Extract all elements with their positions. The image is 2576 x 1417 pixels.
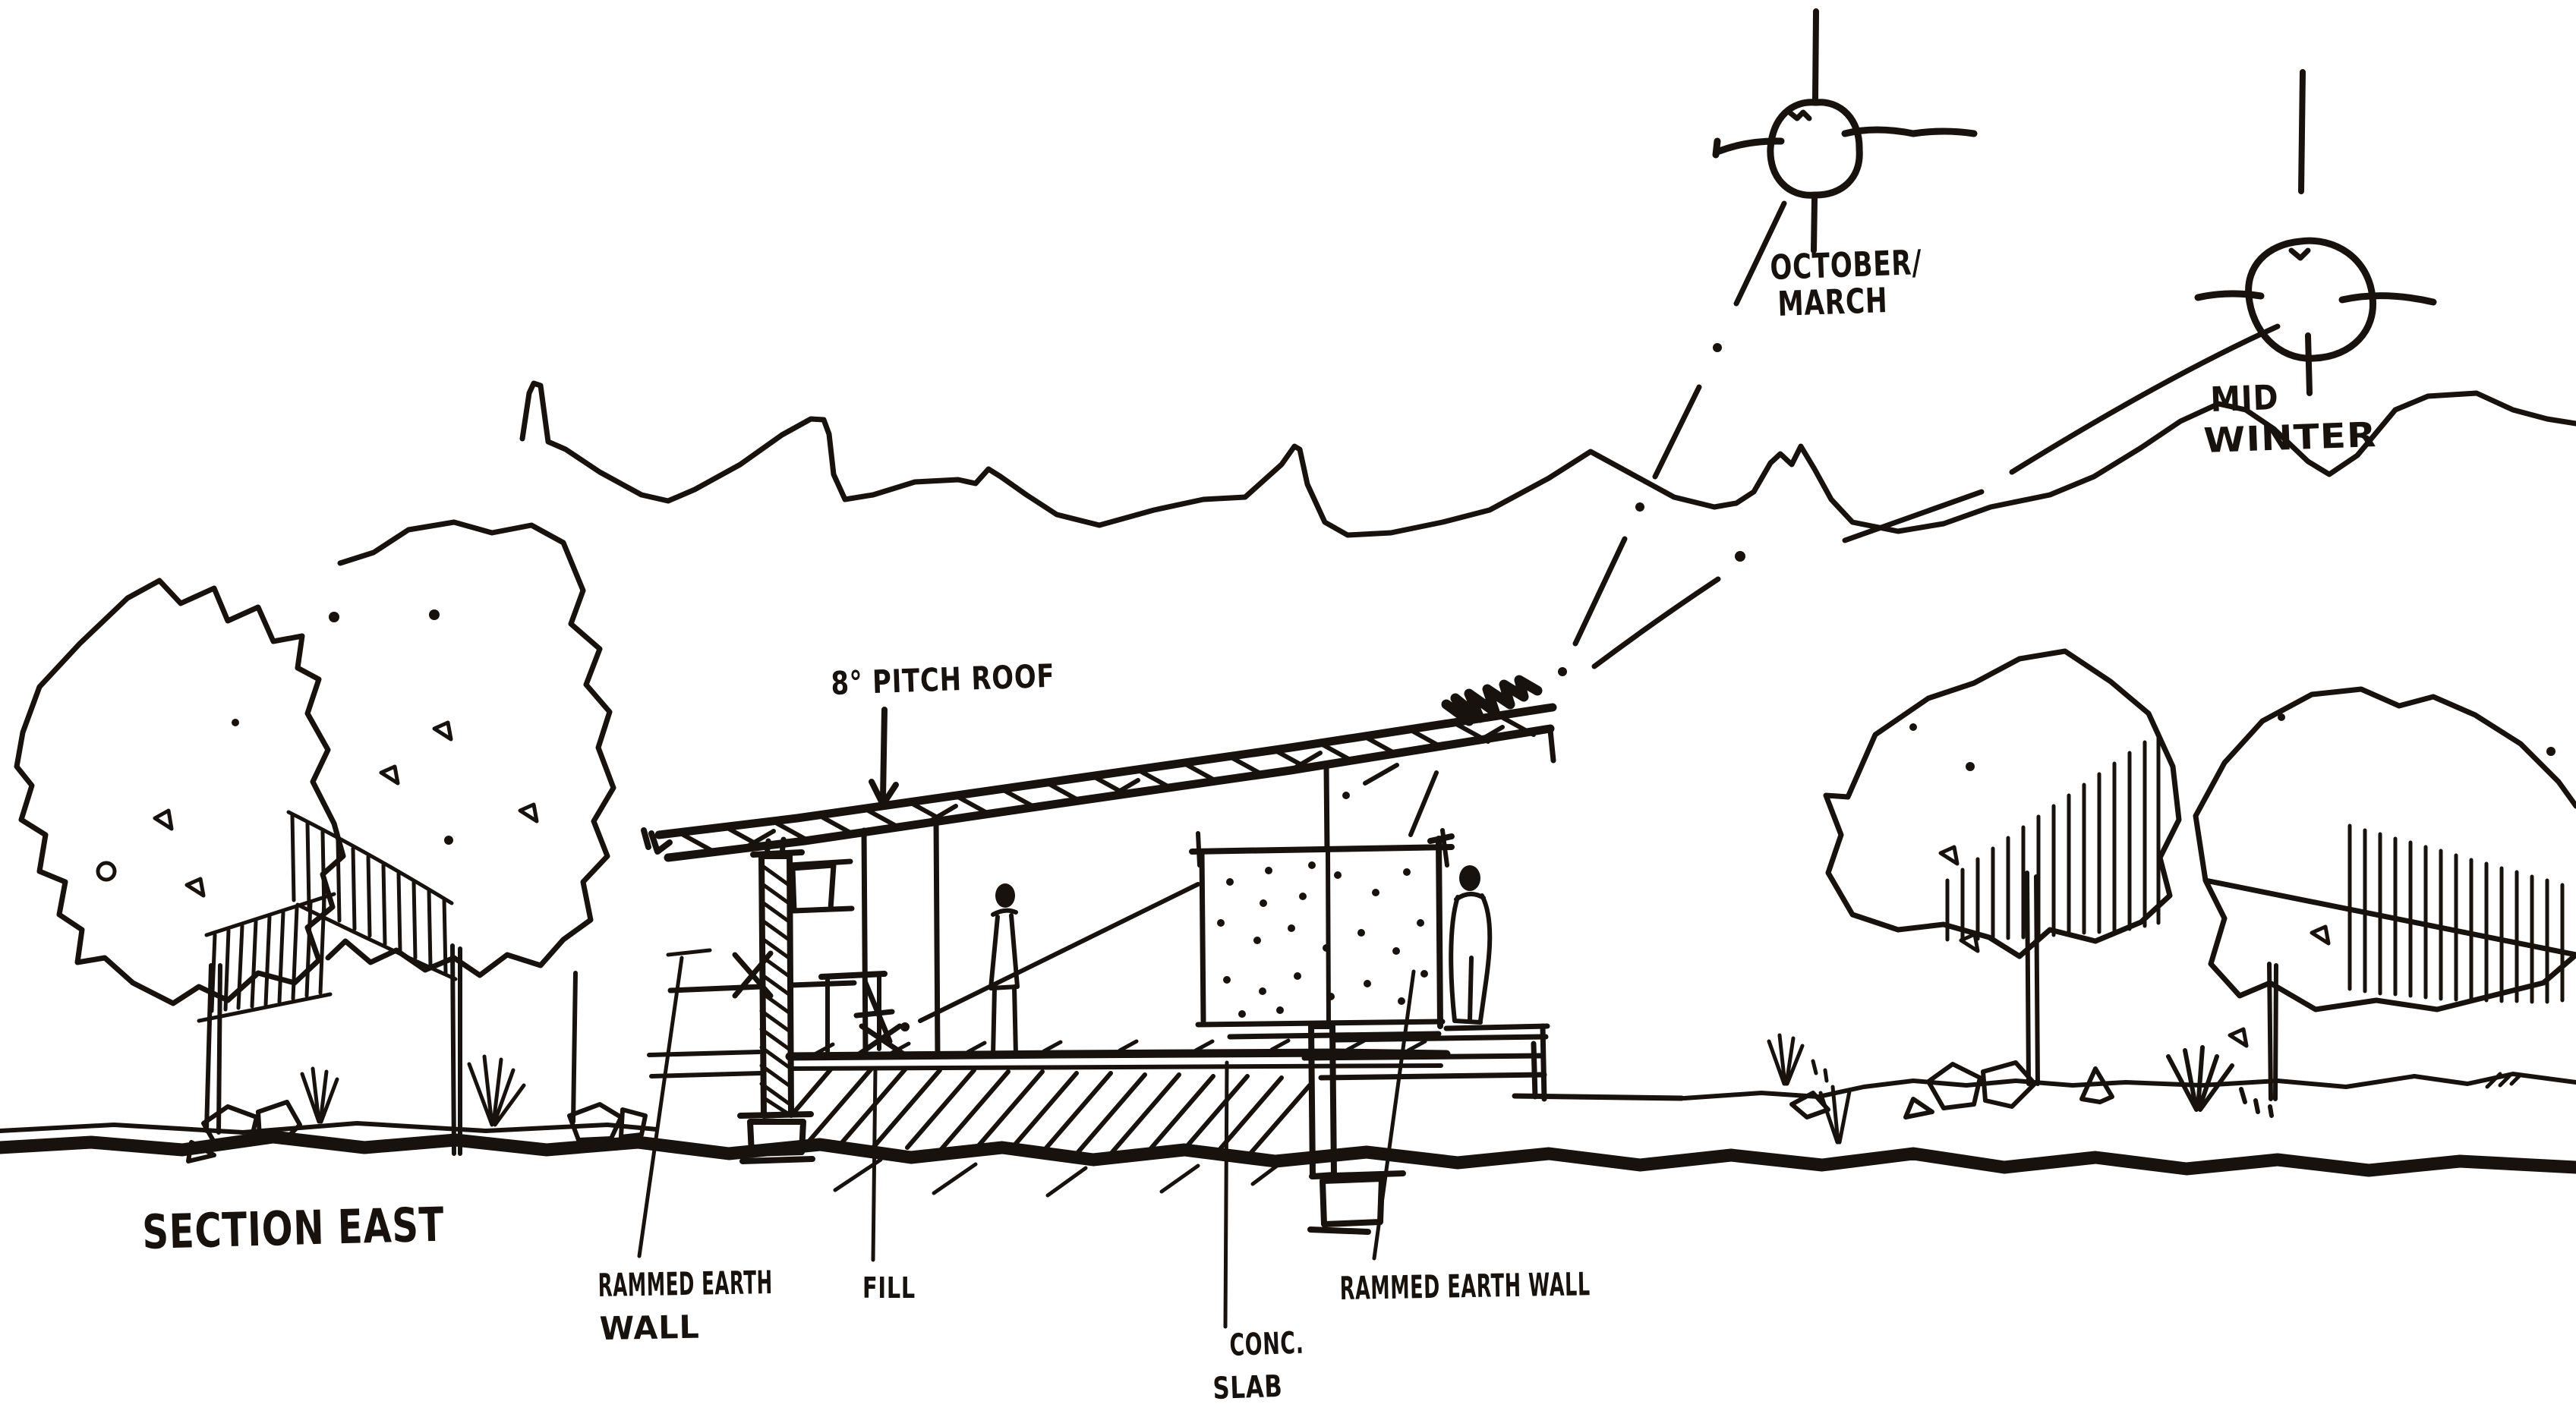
right-tree-trunks — [2025, 871, 2278, 1101]
right-trees — [1823, 648, 2576, 1101]
rammed-earth-wall-left — [737, 849, 815, 1164]
fill-label: FILL — [862, 1271, 916, 1305]
roof-left-tip — [641, 827, 673, 855]
left-tree-trunks — [204, 943, 578, 1156]
mid-shelf — [647, 950, 857, 1078]
sun-mid-winter-label: MID — [2210, 377, 2280, 420]
annotations: 8° PITCH ROOF SECTION EAST RAMMED EARTH … — [141, 657, 1591, 1406]
panel-stipple-dots — [1217, 861, 1428, 1018]
sun-october-march-label: OCTOBER/ — [1770, 242, 1923, 288]
ground-contour-right — [1682, 1072, 2576, 1101]
rocks-left — [186, 1100, 648, 1164]
right-tree-hatch-b — [2347, 823, 2565, 1004]
section-title: SECTION EAST — [141, 1197, 445, 1260]
slab-hatching — [789, 1066, 1312, 1157]
sun-mid-winter-label-2: WINTER — [2203, 414, 2378, 461]
figure-interior — [988, 883, 1020, 1057]
background-treeline — [519, 380, 2576, 538]
slab-top-line — [785, 1048, 1451, 1061]
left-trees — [14, 519, 616, 1156]
sun-ray-october-march — [1558, 200, 1787, 676]
grass-tufts — [300, 1033, 2523, 1145]
conc-slab-annotation: CONC. SLAB — [1212, 1060, 1305, 1406]
terrace-bench — [1301, 1023, 1685, 1102]
roof-hatching — [681, 716, 1536, 854]
sun-ray-mid-winter — [1591, 323, 2281, 669]
conc-slab-leader — [1223, 1060, 1229, 1329]
right-tree-hatch-a — [1945, 731, 2161, 942]
wall-right-leader — [1372, 969, 1416, 1261]
subgrade-ticks — [833, 1157, 1285, 1198]
wall-right-label: RAMMED EARTH WALL — [1339, 1265, 1591, 1307]
wall-right-annotation: RAMMED EARTH WALL — [1339, 969, 1591, 1307]
left-tree-marks — [96, 609, 539, 898]
wall-left-annotation: RAMMED EARTH WALL — [597, 948, 773, 1347]
ground — [0, 1033, 2576, 1177]
wall-left-leader — [637, 948, 712, 1258]
left-tree-trunk-hatch — [197, 810, 458, 1023]
figure-exterior — [1449, 865, 1493, 1025]
interior-posts — [861, 817, 941, 1060]
roof-pitch-arrow — [869, 707, 899, 808]
roof-top-chord — [654, 703, 1557, 839]
sun-mid-winter: MID WINTER — [1591, 69, 2437, 669]
roof-tip-scribble — [1441, 675, 1543, 726]
wall-top-window-box — [787, 858, 855, 914]
roof — [641, 675, 1557, 862]
conc-slab-label-2: SLAB — [1212, 1369, 1284, 1406]
floor-slab — [785, 1038, 1451, 1198]
left-tree-canopy-b — [325, 519, 616, 978]
interior-furniture — [818, 971, 908, 1058]
interior-sun-dash — [900, 882, 1200, 1031]
wall-left-hatch — [759, 863, 791, 1116]
wall-left-label-2: WALL — [599, 1308, 700, 1347]
wall-left-label: RAMMED EARTH — [597, 1264, 773, 1304]
conc-slab-label: CONC. — [1229, 1326, 1305, 1363]
rammed-earth-wall-dotted-panel — [1189, 828, 1455, 1040]
wall-right-footing — [1307, 1170, 1406, 1235]
sun-icon — [1767, 99, 1863, 199]
sun-october-march-label-2: MARCH — [1777, 280, 1889, 324]
ground-contour-left — [0, 1121, 659, 1135]
right-tree-canopy-b — [2193, 686, 2576, 1012]
building-section — [641, 675, 1685, 1235]
roof-pitch-label: 8° PITCH ROOF — [831, 657, 1056, 702]
fill-annotation: FILL — [862, 1066, 916, 1305]
right-tree-canopy-a — [1823, 648, 2182, 959]
right-tree-marks — [1909, 713, 2556, 1048]
shelf-brace-x — [732, 950, 774, 999]
sun-october-march: OCTOBER/ MARCH — [1558, 8, 1978, 676]
ground-line-main — [0, 1130, 2576, 1177]
roof-pitch-annotation: 8° PITCH ROOF — [831, 657, 1056, 808]
fill-leader — [871, 1066, 878, 1262]
